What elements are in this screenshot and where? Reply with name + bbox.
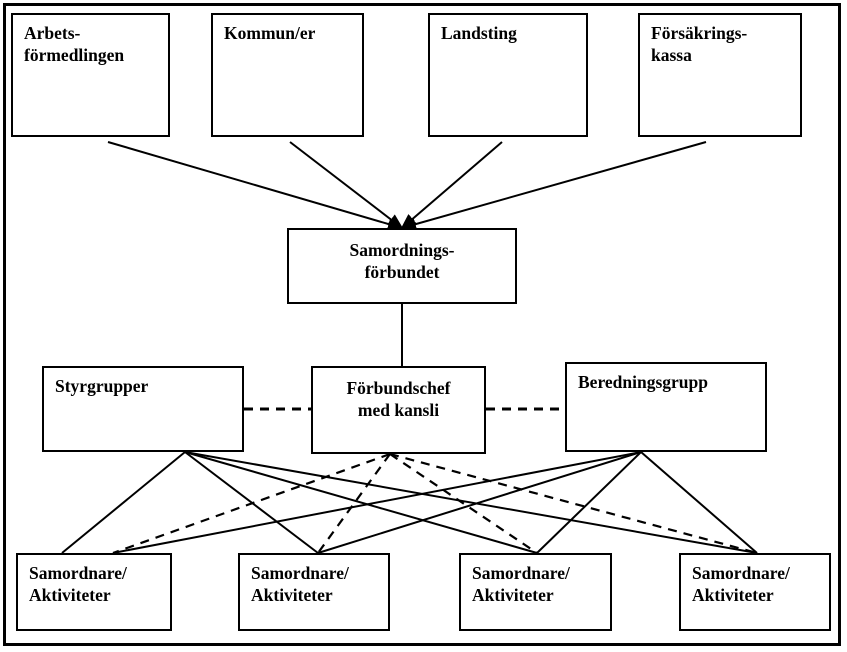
node-label-samordnare3: Samordnare/ Aktiviteter bbox=[472, 563, 570, 606]
node-label-forsakringskassa: Försäkrings- kassa bbox=[651, 23, 748, 66]
node-samordnare2: Samordnare/ Aktiviteter bbox=[238, 553, 390, 631]
node-label-styrgrupper: Styrgrupper bbox=[55, 376, 149, 396]
node-label-samordnare4: Samordnare/ Aktiviteter bbox=[692, 563, 790, 606]
node-label-kommuner: Kommun/er bbox=[224, 23, 316, 43]
node-samordnare3: Samordnare/ Aktiviteter bbox=[459, 553, 612, 631]
node-forbundschef: Förbundschef med kansli bbox=[311, 366, 486, 454]
node-styrgrupper: Styrgrupper bbox=[42, 366, 244, 452]
node-label-arbetsformedlingen: Arbets- förmedlingen bbox=[24, 23, 125, 66]
node-label-samordningsforbundet: Samordnings- förbundet bbox=[349, 240, 455, 283]
node-kommuner: Kommun/er bbox=[211, 13, 364, 137]
node-label-forbundschef: Förbundschef med kansli bbox=[346, 378, 451, 421]
node-beredningsgrupp: Beredningsgrupp bbox=[565, 362, 767, 452]
node-label-beredningsgrupp: Beredningsgrupp bbox=[578, 372, 708, 392]
node-forsakringskassa: Försäkrings- kassa bbox=[638, 13, 802, 137]
node-samordnare4: Samordnare/ Aktiviteter bbox=[679, 553, 831, 631]
node-landsting: Landsting bbox=[428, 13, 588, 137]
node-label-samordnare1: Samordnare/ Aktiviteter bbox=[29, 563, 127, 606]
diagram-outer-frame bbox=[3, 3, 841, 646]
node-label-samordnare2: Samordnare/ Aktiviteter bbox=[251, 563, 349, 606]
node-samordningsforbundet: Samordnings- förbundet bbox=[287, 228, 517, 304]
node-label-landsting: Landsting bbox=[441, 23, 517, 43]
node-arbetsformedlingen: Arbets- förmedlingen bbox=[11, 13, 170, 137]
node-samordnare1: Samordnare/ Aktiviteter bbox=[16, 553, 172, 631]
